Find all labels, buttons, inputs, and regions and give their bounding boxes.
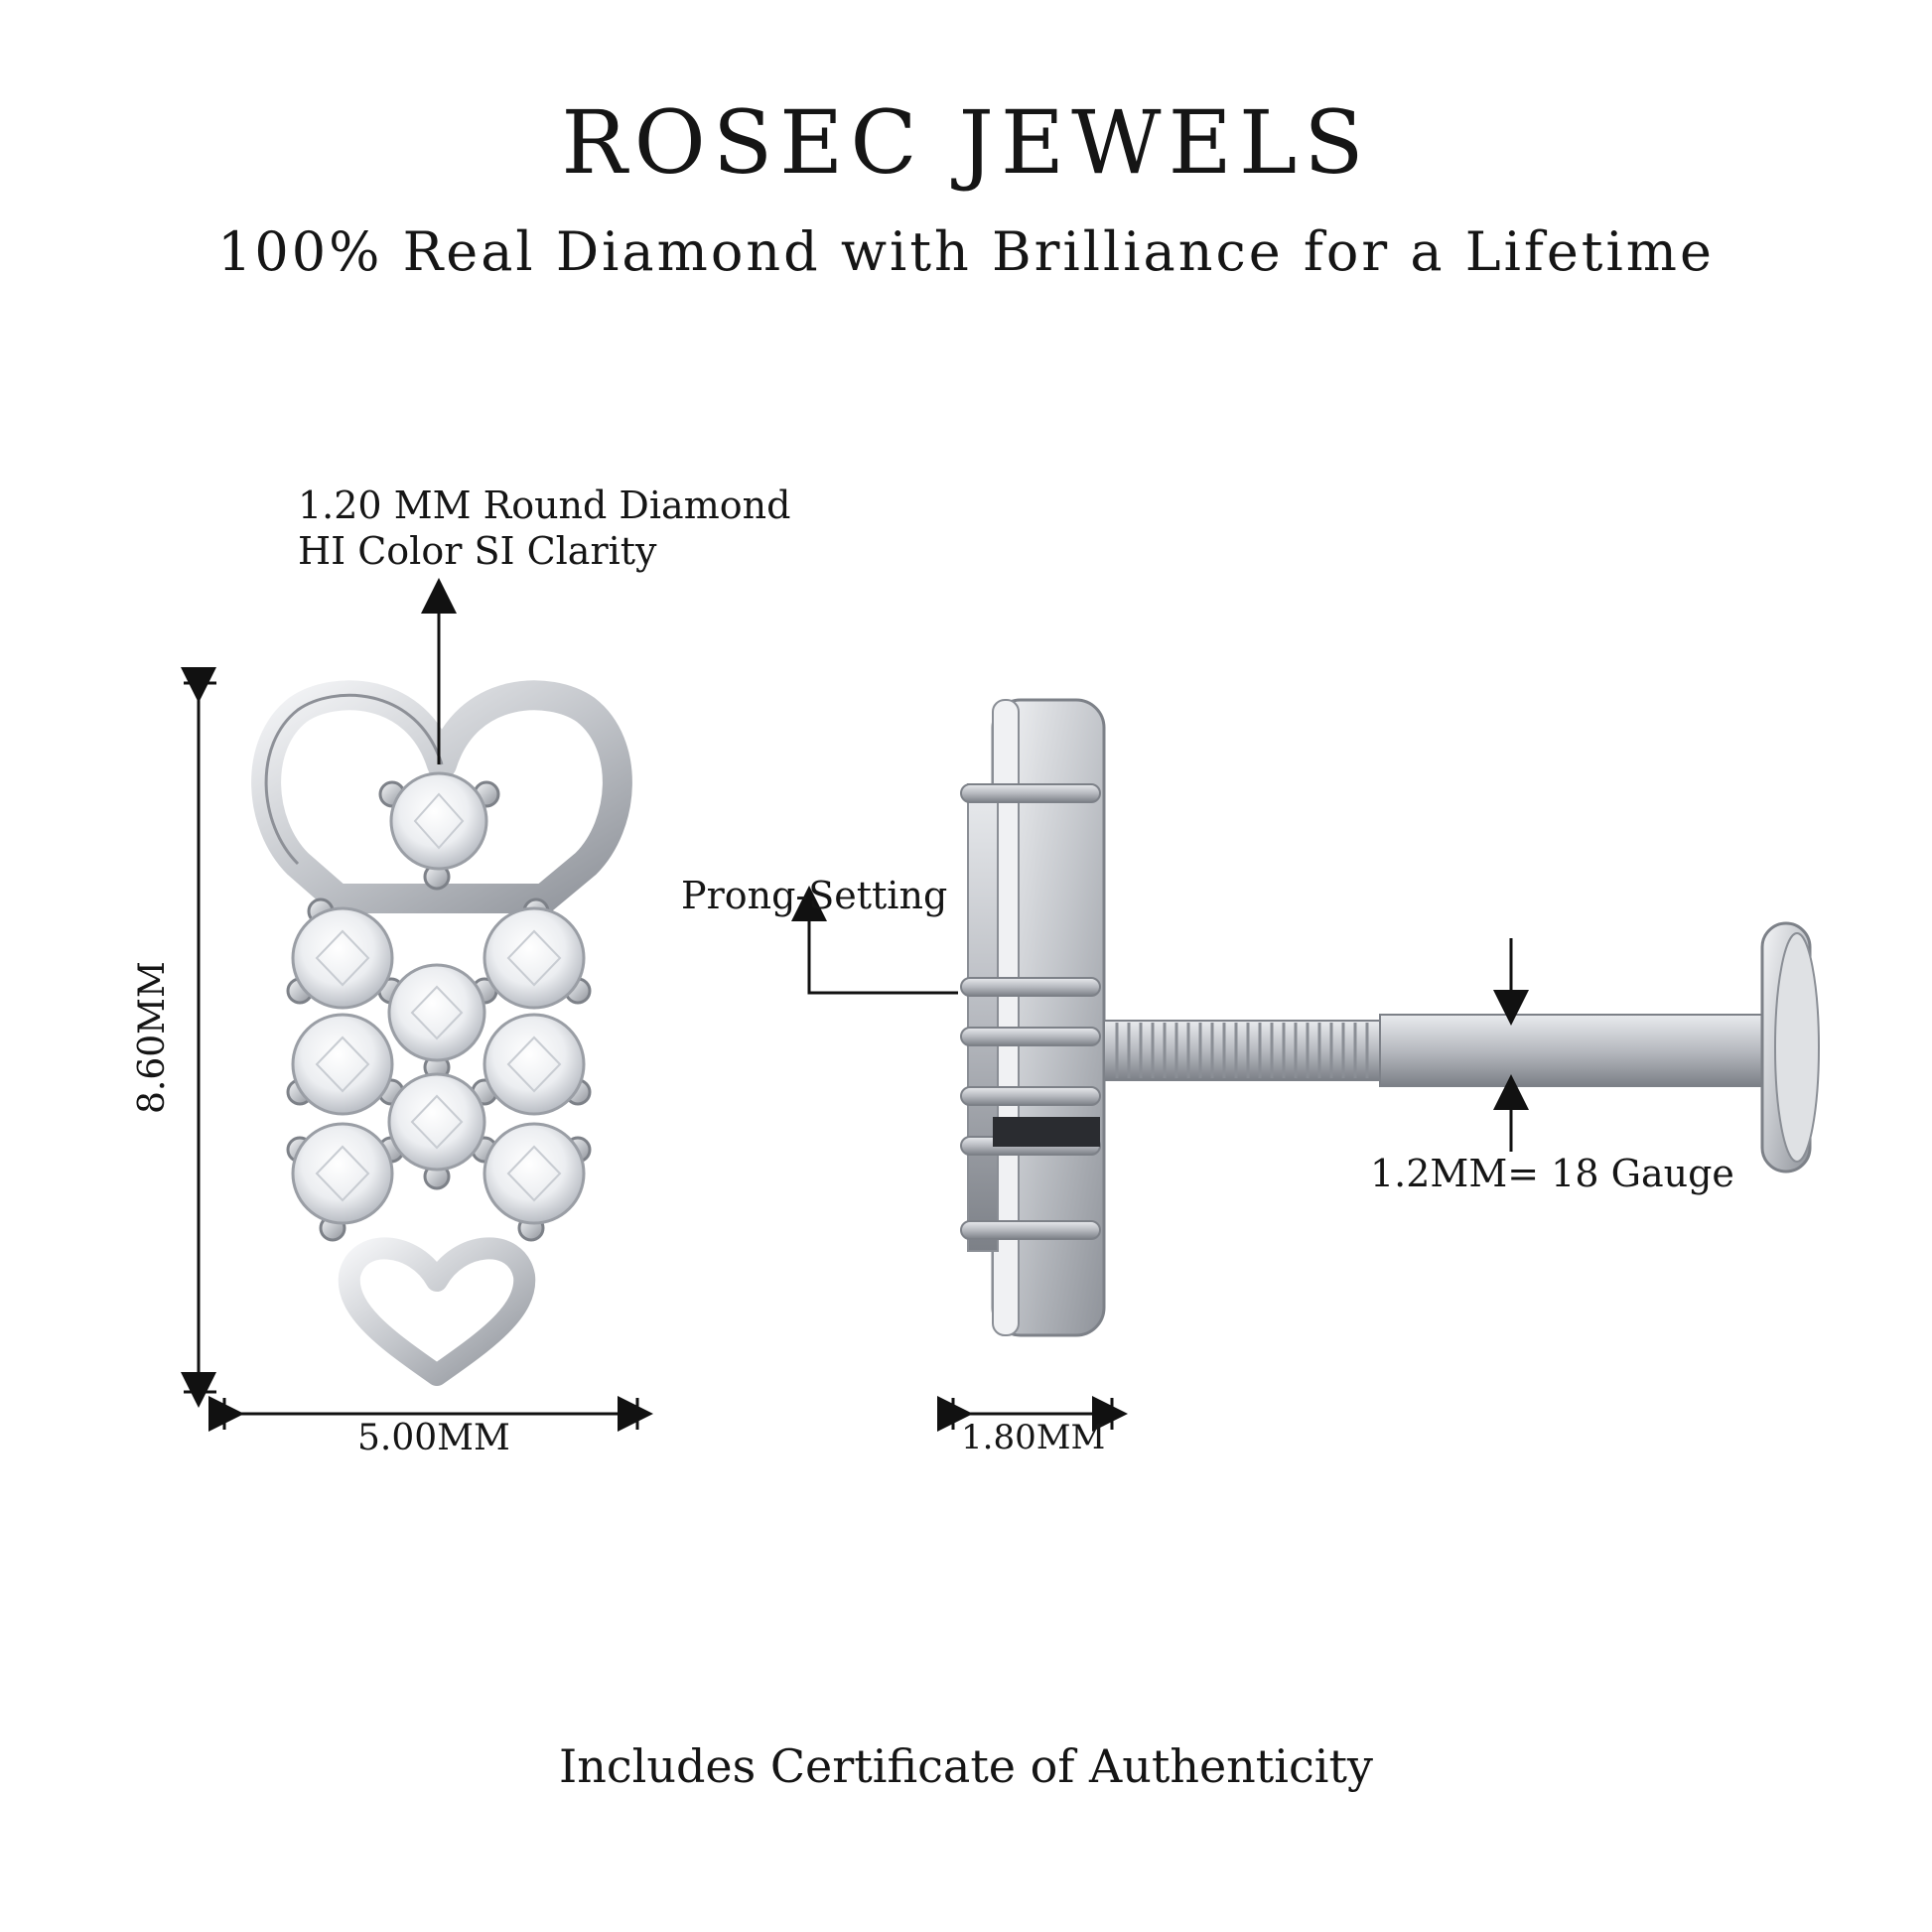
brand-title: ROSEC JEWELS <box>561 91 1371 194</box>
brand-tagline: 100% Real Diamond with Brilliance for a … <box>217 220 1715 283</box>
diamond-facets <box>315 792 562 1202</box>
smooth-post <box>1379 1014 1778 1087</box>
width-dimension-line <box>208 1396 653 1432</box>
diamond-spec-size: 1.20 MM Round Diamond <box>298 483 791 527</box>
height-dimension-line <box>181 667 216 1408</box>
diamond-stones <box>291 771 586 1225</box>
diamond-spec-quality: HI Color SI Clarity <box>298 529 657 573</box>
width-label: 5.00MM <box>357 1418 510 1458</box>
gauge-label: 1.2MM= 18 Gauge <box>1370 1152 1734 1195</box>
small-heart-outline <box>338 1237 536 1386</box>
prong-setting-label: Prong-Setting <box>681 874 948 917</box>
certificate-note: Includes Certificate of Authenticity <box>559 1739 1373 1793</box>
height-label: 8.60MM <box>132 961 173 1114</box>
earring-side-view <box>960 698 1820 1337</box>
earring-front-view <box>251 680 632 1386</box>
thickness-label: 1.80MM <box>961 1418 1106 1457</box>
prong-leader-line <box>791 886 958 995</box>
threaded-post <box>1103 1020 1383 1081</box>
thickness-dimension-line <box>937 1396 1128 1432</box>
